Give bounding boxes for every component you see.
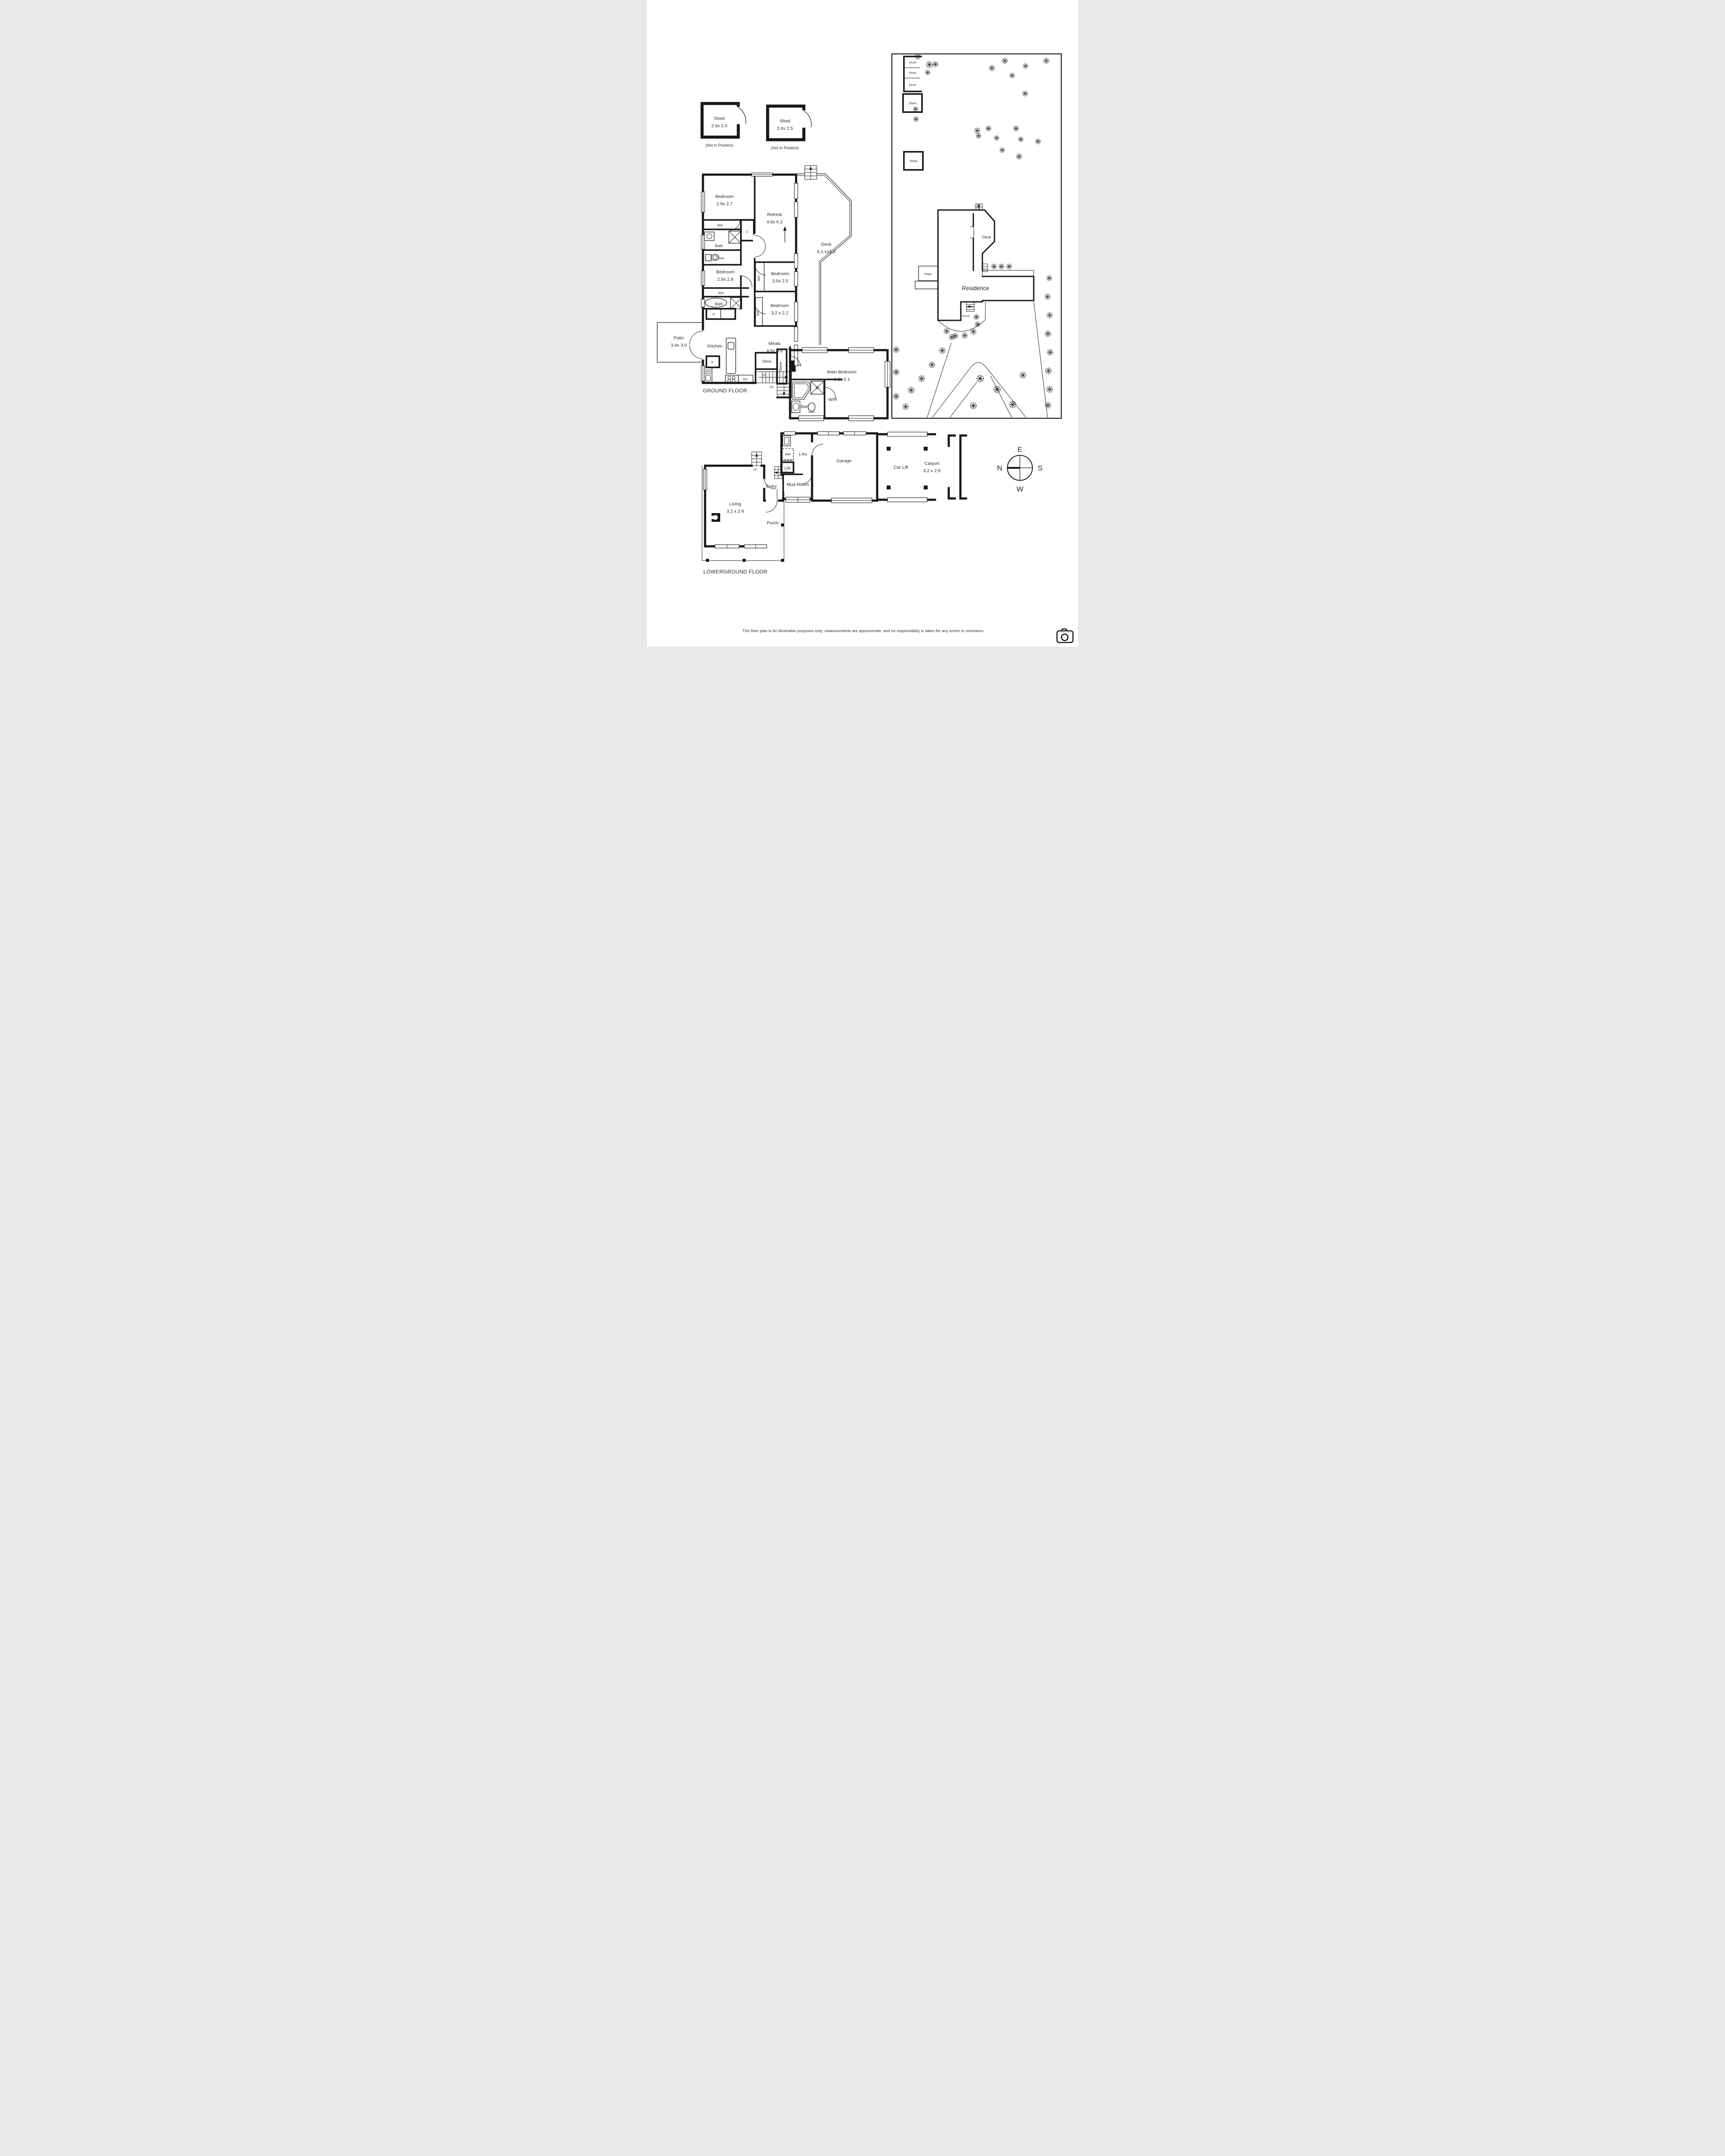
gf-main-bedroom-dim: 6.8x 5.1 (834, 377, 850, 382)
gf-bedroom1-dim: 2.9x 2.7 (716, 201, 733, 207)
gf-store2: Store (778, 362, 783, 371)
compass-w: W (1016, 485, 1023, 493)
shed1-dim: 2.6x 2.5 (711, 123, 728, 128)
gf-patio-name: Patio (674, 335, 684, 341)
ground-floor-labels: Bedroom 2.9x 2.7 BIR C Bath Toilet Retre… (671, 194, 856, 409)
standalone-shed-1: Shed 2.6x 2.5 (Not In Position) (700, 102, 746, 147)
gf-retreat-name: Retreat (767, 212, 782, 217)
shed2-name: Shed (780, 119, 790, 124)
disclaimer-text: This floor plan is for illustrative purp… (742, 629, 985, 633)
gf-bedroom2-dim: 2.9x 2.8 (717, 277, 734, 282)
compass-s: S (1038, 464, 1042, 472)
compass-e: E (1017, 445, 1022, 454)
gf-bath2: Bath (715, 302, 723, 306)
lgf-car-lift: Car Lift (894, 465, 908, 470)
lgf-carport-dim: 3.2 x 2.9 (923, 468, 941, 473)
footer: This floor plan is for illustrative purp… (742, 628, 1074, 643)
lowerground-floor-plan (702, 431, 967, 562)
lgf-porch: Porch (767, 520, 779, 526)
shed1-note: (Not In Position) (706, 143, 734, 147)
standalone-shed-2: Shed 2.6x 2.5 (Not In Position) (766, 104, 812, 150)
lgf-up2: UP (784, 471, 787, 474)
lgf-mud-room: Mud Room (787, 482, 809, 487)
gf-kitchen: Kitchen (707, 344, 722, 349)
shed2-dim: 2.6x 2.5 (777, 126, 793, 131)
gf-deck (796, 165, 852, 345)
lgf-entry: Entry (766, 484, 777, 489)
gf-bedroom1-name: Bedroom (715, 194, 734, 199)
lgf-carport-name: Carport (924, 461, 939, 466)
compass-n: N (997, 464, 1002, 472)
shed2-note: (Not In Position) (771, 146, 799, 150)
gf-bedroom3-name: Bedroom (771, 271, 790, 276)
gf-bath3: Bath (801, 404, 809, 409)
gf-bedroom2-name: Bedroom (716, 270, 735, 275)
gf-meals-dim: 4.8x 3.8 (766, 348, 783, 354)
gf-bir1: BIR (718, 223, 723, 227)
gf-pantry2: P (711, 360, 713, 364)
floorplan-page: Shed 2.6x 2.5 (Not In Position) Shed 2.6… (647, 0, 1078, 647)
gf-retreat-dim: 4.6x 6.2 (766, 219, 783, 225)
site-shed-b-label: Shed (910, 159, 917, 163)
gf-bath1: Bath (715, 244, 723, 248)
gf-bedroom4-dim: 3.2 x 2.2 (771, 310, 788, 316)
gf-bir3: BIR (757, 275, 761, 281)
site-deck-label: Deck (982, 235, 991, 239)
gf-bedroom4-name: Bedroom (771, 303, 789, 308)
gf-deck-dim: 5.1 x15.2 (817, 249, 835, 254)
site-wood-1: Wood (909, 61, 916, 64)
gf-main-bedroom-name: Main Bedroom (827, 370, 857, 375)
gf-bedroom3-dim: 3.0x 2.5 (772, 279, 788, 284)
site-shed-a (902, 93, 923, 113)
ground-floor-plan (657, 165, 891, 421)
gf-ov: OV (743, 377, 748, 381)
site-driveway (927, 301, 1048, 418)
site-wood-3: Wood (909, 84, 916, 87)
gf-wir: WIR (828, 397, 837, 402)
gf-meals-name: Meals (768, 341, 781, 346)
lgf-laundry: L'dry (799, 452, 807, 456)
site-residence: Residence Deck Patio Porch (915, 204, 1035, 332)
lgf-living-dim: 3.2 x 2.9 (727, 509, 744, 514)
gf-up: UP (762, 374, 766, 377)
gf-title: GROUND FLOOR (703, 388, 747, 394)
gf-fp: FP (798, 364, 801, 367)
gf-pantry1: P (712, 313, 715, 317)
site-porch-label: Porch (963, 315, 970, 318)
gf-patio-dim: 3.9x 3.0 (671, 343, 687, 348)
camera-icon (1056, 628, 1074, 643)
gf-deck-name: Deck (821, 242, 832, 247)
lgf-garage: Garage (836, 458, 851, 464)
lgf-lin: LIN (784, 466, 790, 470)
lgf-title: LOWERGROUND FLOOR (703, 569, 768, 575)
shed1-name: Shed (714, 116, 725, 121)
compass-rose: E S W N (997, 445, 1043, 493)
lgf-living-name: Living (729, 501, 741, 507)
site-plan: Wood Wood Wood Shed Shed Residence Deck … (891, 53, 1062, 419)
gf-toilet: Toilet (718, 257, 724, 260)
site-boundary (891, 53, 1062, 419)
gf-bir4: BIR (756, 310, 760, 316)
gf-store1: Store (762, 359, 772, 364)
site-wood-2: Wood (909, 72, 916, 75)
gf-bir2: BIR (718, 291, 724, 295)
gf-main-bedroom-wing (789, 347, 891, 421)
lgf-wm: WM (785, 452, 790, 456)
lowerground-labels: WM L'dry LIN Garage Car Lift Carport 3.2… (703, 452, 941, 575)
site-shed-b (903, 151, 924, 171)
site-patio-label: Patio (924, 272, 932, 276)
lgf-up1: UP (753, 468, 757, 471)
gf-closet: C (746, 230, 749, 234)
floorplan-drawing: Shed 2.6x 2.5 (Not In Position) Shed 2.6… (657, 53, 1074, 643)
gf-dn: DN (769, 386, 774, 389)
site-residence-label: Residence (962, 285, 989, 291)
site-shed-a-label: Shed (909, 101, 916, 105)
